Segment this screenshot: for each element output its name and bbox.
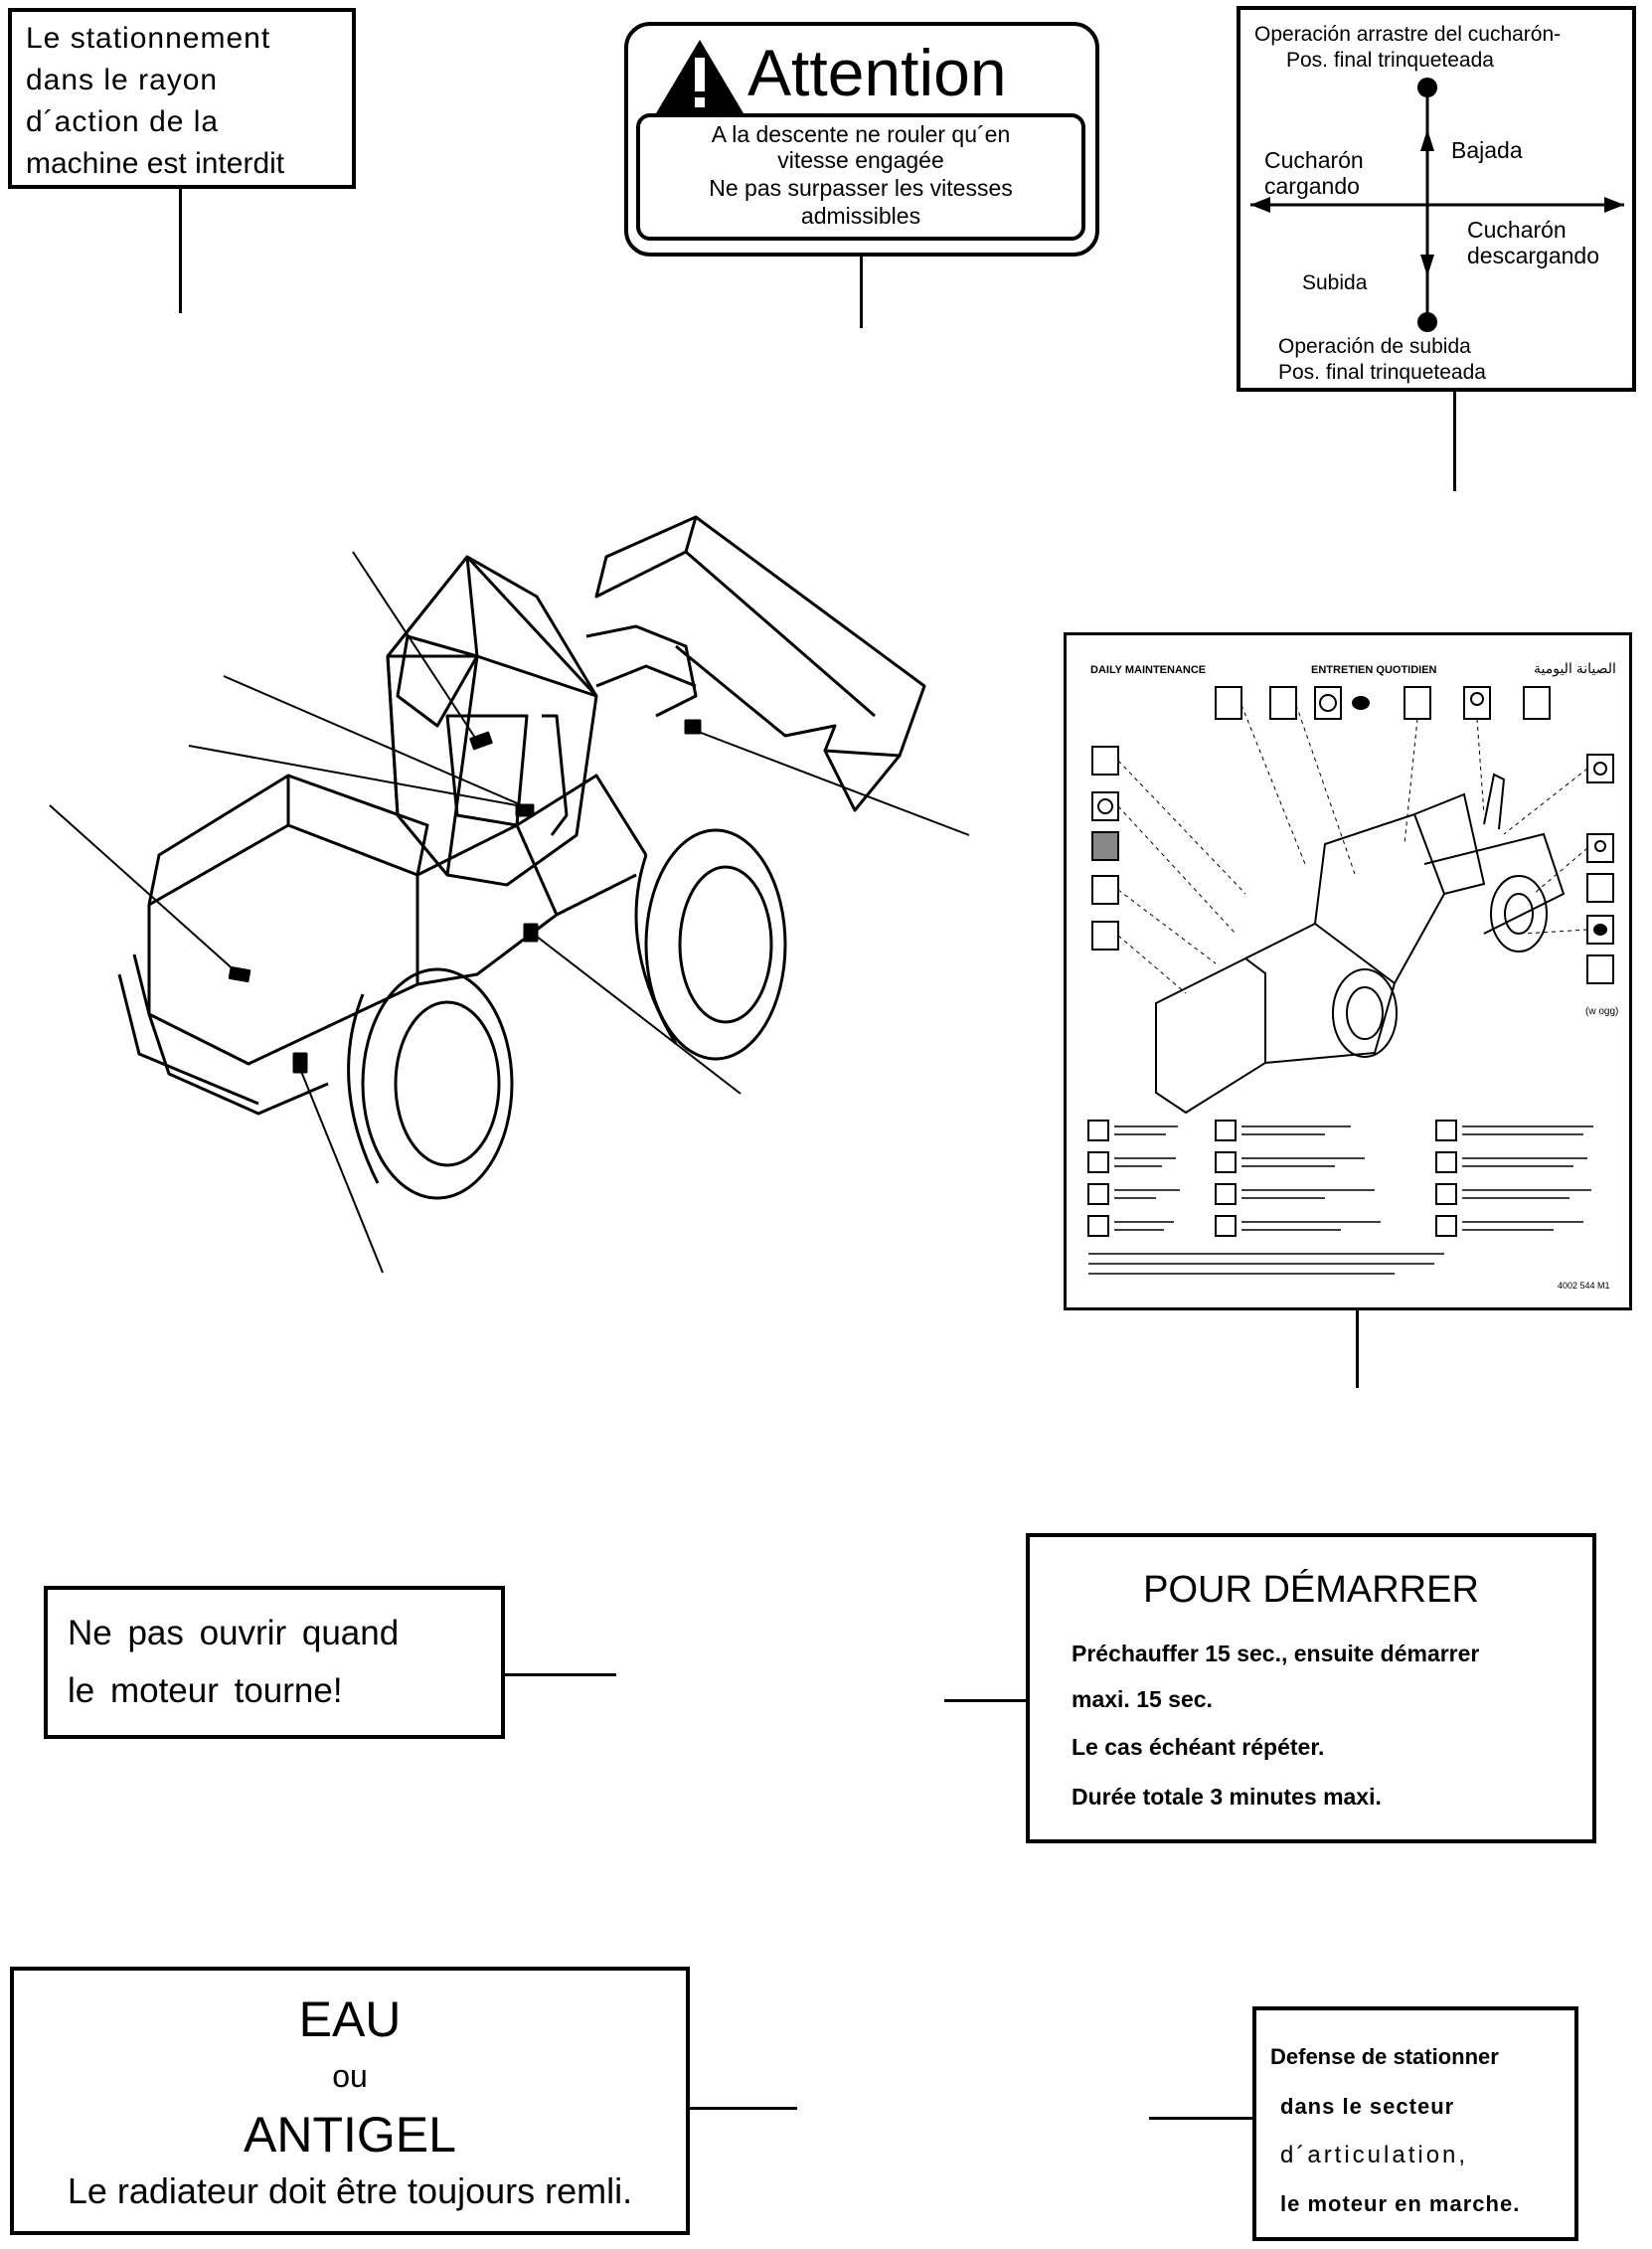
attention-line: vitesse engagée xyxy=(777,147,944,173)
warning-triangle-icon xyxy=(656,40,743,113)
maintenance-part-number: 4002 544 M1 xyxy=(1558,1281,1610,1291)
bucket-bottom-line: Pos. final trinqueteada xyxy=(1278,361,1486,384)
start-line: Préchauffer 15 sec., ensuite démarrer xyxy=(1072,1641,1480,1666)
articulation-line: dans le secteur xyxy=(1280,2094,1455,2119)
bucket-left-label: Cucharón xyxy=(1264,147,1364,173)
start-title: POUR DÉMARRER xyxy=(1143,1569,1479,1611)
attention-title: Attention xyxy=(747,36,1007,109)
coolant-line2: ou xyxy=(332,2058,368,2094)
label-line: d´action de la xyxy=(26,105,220,138)
bucket-right-label: Cucharón xyxy=(1467,217,1567,243)
bucket-top-line: Pos. final trinqueteada xyxy=(1286,49,1494,72)
articulation-line: Defense de stationner xyxy=(1270,2044,1499,2069)
maintenance-code-label: (w ogg) xyxy=(1585,1006,1619,1017)
do-not-open-line: le moteur tourne! xyxy=(68,1671,343,1710)
label-parking-prohibited: Le stationnement dans le rayon d´action … xyxy=(8,8,356,189)
leader-line xyxy=(505,1673,616,1676)
leader-line xyxy=(860,257,863,328)
coolant-line4: Le radiateur doit être toujours remli. xyxy=(67,2170,633,2211)
attention-line: admissibles xyxy=(800,203,921,229)
maintenance-title-ar: الصيانة اليومية xyxy=(1534,660,1616,676)
articulation-line: d´articulation, xyxy=(1280,2142,1469,2168)
bucket-top-line: Operación arrastre del cucharón- xyxy=(1254,23,1562,46)
label-attention: Attention A la descente ne rouler qu´en … xyxy=(624,22,1099,257)
start-line: maxi. 15 sec. xyxy=(1072,1686,1213,1712)
bucket-right-label: descargando xyxy=(1467,243,1599,268)
bucket-left-label: cargando xyxy=(1264,173,1360,199)
label-bucket-operation: Operación arrastre del cucharón- Pos. fi… xyxy=(1237,6,1636,392)
leader-line xyxy=(1453,392,1456,491)
label-coolant: EAU ou ANTIGEL Le radiateur doit être to… xyxy=(10,1967,690,2235)
coolant-line1: EAU xyxy=(298,1991,402,2047)
maintenance-title-en: DAILY MAINTENANCE xyxy=(1090,664,1207,676)
coolant-line3: ANTIGEL xyxy=(244,2107,456,2162)
maintenance-chart-icon xyxy=(1087,686,1614,1275)
attention-line: A la descente ne rouler qu´en xyxy=(711,121,1011,147)
label-line: machine est interdit xyxy=(26,147,285,180)
start-line: Le cas échéant répéter. xyxy=(1072,1734,1325,1760)
leader-line xyxy=(179,189,182,313)
articulation-line: le moteur en marche. xyxy=(1280,2191,1521,2216)
label-do-not-open: Ne pas ouvrir quand le moteur tourne! xyxy=(44,1586,505,1739)
label-line: dans le rayon xyxy=(26,64,219,96)
loader-drawing xyxy=(49,515,970,1274)
label-daily-maintenance: DAILY MAINTENANCE ENTRETIEN QUOTIDIEN ال… xyxy=(1064,632,1632,1310)
label-line: Le stationnement xyxy=(26,22,271,55)
arrow-cross-icon xyxy=(1250,78,1624,332)
attention-line: Ne pas surpasser les vitesses xyxy=(709,175,1013,201)
do-not-open-line: Ne pas ouvrir quand xyxy=(68,1614,400,1652)
label-articulation: Defense de stationner dans le secteur d´… xyxy=(1252,2006,1578,2241)
maintenance-title-fr: ENTRETIEN QUOTIDIEN xyxy=(1311,664,1437,676)
leader-line xyxy=(944,1699,1026,1702)
bucket-bottom-line: Operación de subida xyxy=(1278,335,1471,358)
leader-line xyxy=(690,2107,797,2110)
label-start: POUR DÉMARRER Préchauffer 15 sec., ensui… xyxy=(1026,1533,1596,1843)
start-line: Durée totale 3 minutes maxi. xyxy=(1072,1784,1382,1810)
bucket-up-label: Bajada xyxy=(1451,137,1523,163)
leader-line xyxy=(1356,1310,1359,1388)
leader-line xyxy=(1149,2117,1252,2120)
attention-inner-box: A la descente ne rouler qu´en vitesse en… xyxy=(636,113,1085,241)
bucket-down-label: Subida xyxy=(1302,271,1368,294)
